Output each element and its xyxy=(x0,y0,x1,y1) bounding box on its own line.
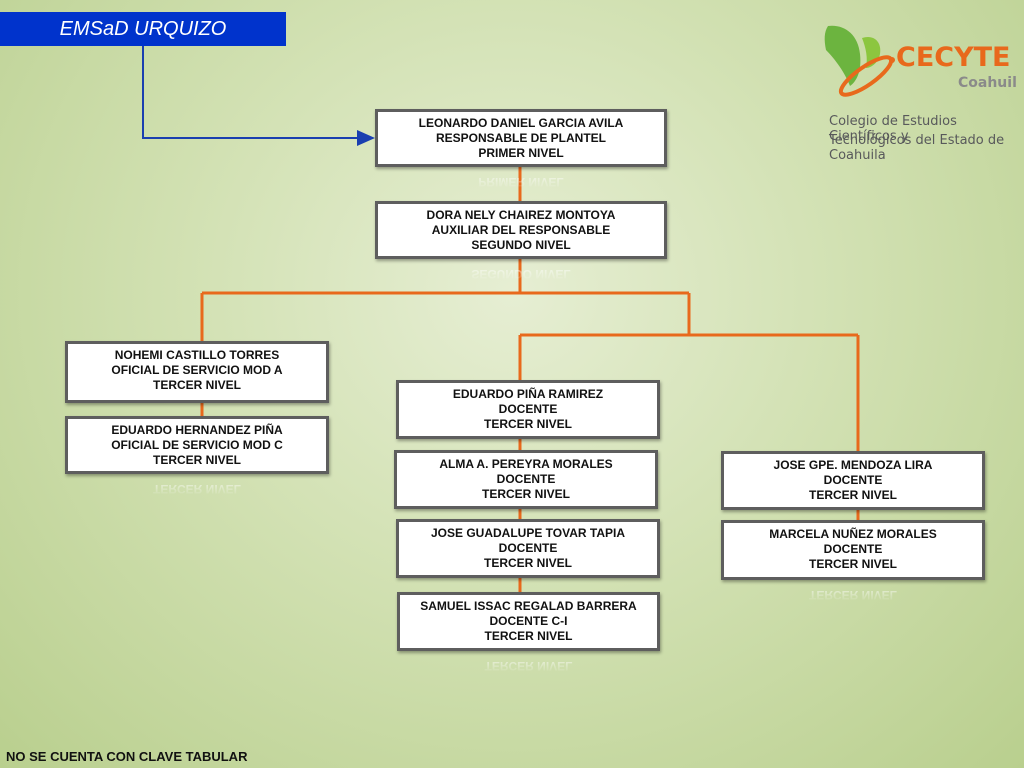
node-role: DOCENTE xyxy=(823,542,883,556)
reflection: PRIMER NIVEL xyxy=(478,175,564,189)
node-name: LEONARDO DANIEL GARCIA AVILA xyxy=(418,116,624,130)
reflection: TERCER NIVEL xyxy=(484,659,573,673)
org-node-marcela: MARCELA NUÑEZ MORALES DOCENTE TERCER NIV… xyxy=(721,520,985,580)
org-node-samuel: SAMUEL ISSAC REGALAD BARRERA DOCENTE C-I… xyxy=(397,592,660,651)
org-node-nohemi: NOHEMI CASTILLO TORRES OFICIAL DE SERVIC… xyxy=(65,341,329,403)
org-node-eduardo-hernandez: EDUARDO HERNANDEZ PIÑA OFICIAL DE SERVIC… xyxy=(65,416,329,474)
cecyte-logo: CECYTE Coahuila xyxy=(824,25,1017,97)
node-level: SEGUNDO NIVEL xyxy=(471,238,571,252)
node-name: JOSE GPE. MENDOZA LIRA xyxy=(773,458,933,472)
node-level: TERCER NIVEL xyxy=(481,487,570,501)
node-name: EDUARDO HERNANDEZ PIÑA xyxy=(111,423,283,437)
node-name: SAMUEL ISSAC REGALAD BARRERA xyxy=(420,599,637,613)
logo-region: Coahuila xyxy=(958,75,1017,91)
logo-tagline-1: Colegio de Estudios Científicos y xyxy=(829,114,957,144)
reflection: TERCER NIVEL xyxy=(152,482,241,496)
node-name: MARCELA NUÑEZ MORALES xyxy=(769,527,937,541)
node-level: TERCER NIVEL xyxy=(152,378,241,392)
node-level: TERCER NIVEL xyxy=(484,629,573,643)
node-role: OFICIAL DE SERVICIO MOD C xyxy=(111,438,283,452)
node-name: ALMA A. PEREYRA MORALES xyxy=(439,457,613,471)
node-name: EDUARDO PIÑA RAMIREZ xyxy=(452,387,604,401)
node-role: DOCENTE xyxy=(823,473,883,487)
node-level: TERCER NIVEL xyxy=(483,417,572,431)
logo-brand: CECYTE xyxy=(896,42,1011,73)
node-role: DOCENTE C-I xyxy=(489,614,568,628)
node-role: DOCENTE xyxy=(498,541,558,555)
node-level: TERCER NIVEL xyxy=(808,488,897,502)
node-level: TERCER NIVEL xyxy=(152,453,241,467)
title-arrow xyxy=(142,46,375,146)
org-node-jose-mendoza: JOSE GPE. MENDOZA LIRA DOCENTE TERCER NI… xyxy=(721,451,985,510)
org-node-jose-tovar: JOSE GUADALUPE TOVAR TAPIA DOCENTE TERCE… xyxy=(396,519,660,578)
node-role: AUXILIAR DEL RESPONSABLE xyxy=(431,223,611,237)
org-node-alma: ALMA A. PEREYRA MORALES DOCENTE TERCER N… xyxy=(394,450,658,509)
node-name: JOSE GUADALUPE TOVAR TAPIA xyxy=(430,526,626,540)
org-node-eduardo-pina: EDUARDO PIÑA RAMIREZ DOCENTE TERCER NIVE… xyxy=(396,380,660,439)
page-title: EMSaD URQUIZO xyxy=(0,12,286,46)
logo-tagline-2: Tecnológicos del Estado de Coahuila xyxy=(829,133,1005,163)
node-level: TERCER NIVEL xyxy=(808,557,897,571)
node-level: TERCER NIVEL xyxy=(483,556,572,570)
reflection: TERCER NIVEL xyxy=(808,588,897,602)
org-node-dora: DORA NELY CHAIREZ MONTOYA AUXILIAR DEL R… xyxy=(375,201,667,259)
node-name: DORA NELY CHAIREZ MONTOYA xyxy=(426,208,616,222)
node-level: PRIMER NIVEL xyxy=(478,146,564,160)
node-role: OFICIAL DE SERVICIO MOD A xyxy=(111,363,283,377)
node-role: DOCENTE xyxy=(498,402,558,416)
node-role: DOCENTE xyxy=(496,472,556,486)
reflection: SEGUNDO NIVEL xyxy=(471,267,571,281)
orange-connectors xyxy=(200,166,860,593)
node-name: NOHEMI CASTILLO TORRES xyxy=(114,348,280,362)
node-role: RESPONSABLE DE PLANTEL xyxy=(435,131,606,145)
footer-note: NO SE CUENTA CON CLAVE TABULAR xyxy=(6,749,248,764)
org-node-leonardo: LEONARDO DANIEL GARCIA AVILA RESPONSABLE… xyxy=(375,109,667,167)
